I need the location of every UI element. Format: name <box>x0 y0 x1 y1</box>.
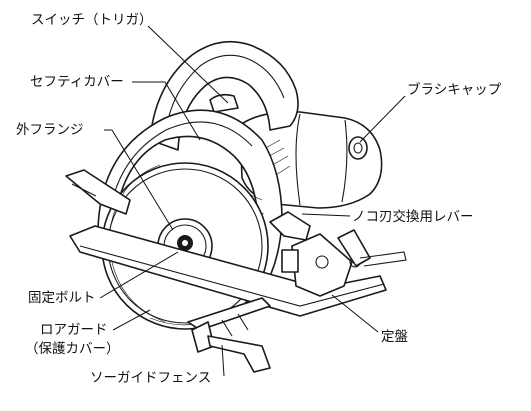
handle <box>149 40 299 151</box>
fixing-bolt-shape <box>177 235 193 251</box>
leader-lines <box>99 25 406 377</box>
label-lower-guard-sub: （保護カバー） <box>25 341 120 357</box>
label-safety-cover: セフティカバー <box>30 74 124 90</box>
label-outer-flange: 外フランジ <box>16 122 84 138</box>
label-saw-guide-fence: ソーガイドフェンス <box>90 370 212 386</box>
label-fixing-bolt: 固定ボルト <box>28 290 96 306</box>
label-base: 定盤 <box>381 329 408 345</box>
saw-guide-fence-shape <box>187 297 271 373</box>
label-blade-lever: ノコ刃交換用レバー <box>352 209 474 225</box>
blade-change-lever <box>269 211 311 273</box>
label-switch: スイッチ（トリガ） <box>31 12 153 28</box>
base-plate <box>69 225 407 317</box>
front-notch <box>65 169 131 215</box>
label-brush-cap: ブラシキャップ <box>407 82 502 98</box>
label-lower-guard: ロアガード <box>40 322 108 338</box>
